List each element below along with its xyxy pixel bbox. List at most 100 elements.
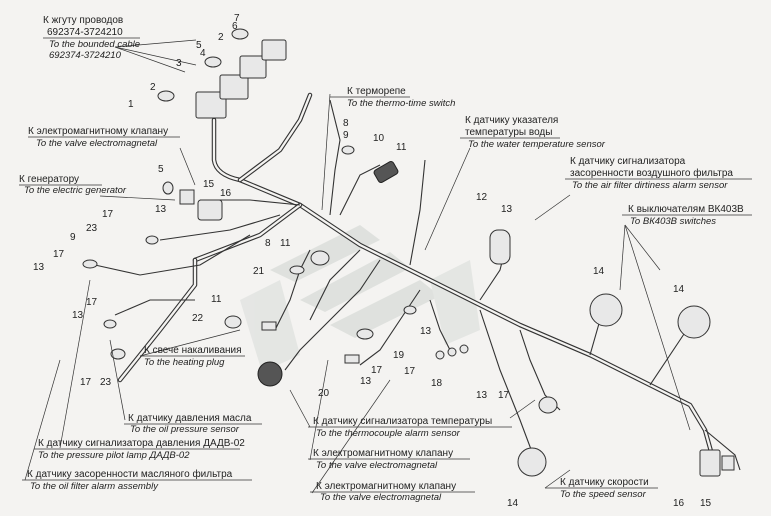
connector-21 [310,250,330,266]
components [82,28,735,477]
terminal-18a [435,350,445,360]
terminal-13 [403,305,417,315]
connector-15b [721,455,735,471]
speed-label-ru: К датчику скорости [560,477,649,488]
thermo-label-en: To the thermo-time switch [347,98,455,109]
connector-2 [219,74,249,100]
text-labels: К жгуту проводов 692374-3724210 To the b… [19,15,752,503]
valve1-label-en: To the valve electromagnetal [36,138,158,149]
callout-6: 6 [232,21,238,32]
switch-label-en: To ВК403В switches [630,216,716,227]
callout-14a: 14 [593,266,605,277]
connector-20 [257,361,283,387]
callout-16a: 16 [220,188,232,199]
callout-17c: 17 [86,297,98,308]
glow-label-ru: К свече накаливания [144,345,242,356]
oilp-label-ru: К датчику давления масла [128,413,252,424]
harness-label-ru: К жгуту проводов [43,15,123,26]
callout-23b: 23 [100,377,112,388]
callout-16b: 16 [673,498,685,509]
connector-4 [261,39,287,61]
ring-terminal-22 [224,315,242,329]
thermocouple-sensor [538,396,558,414]
main-harness [117,92,715,458]
speed-sensor-14 [517,447,547,477]
callout-8b: 8 [265,238,271,249]
terminal-18c [459,344,469,354]
callout-15a: 15 [203,179,215,190]
callout-13g: 13 [476,390,488,401]
grommet-2 [204,56,222,68]
terminal-13c [145,235,159,245]
switch-label-ru: К выключателям ВК403В [628,204,744,215]
terminal-13b [103,319,117,329]
thermo-label-ru: К терморепе [347,86,406,97]
callout-13f: 13 [360,376,372,387]
valve3-label-ru: К электромагнитному клапану [316,481,456,492]
callout-11a: 11 [396,142,407,153]
callout-5b: 5 [158,164,164,175]
oil-pressure-sensor [110,348,126,360]
harness-label-en: To the bounded cable [49,39,140,50]
callout-12: 12 [476,192,488,203]
callout-9b: 9 [70,232,76,243]
callout-22: 22 [192,313,204,324]
leader-lines [24,39,691,494]
connector-15 [179,189,195,205]
terminal-8 [289,265,305,275]
callout-17e: 17 [404,366,416,377]
water-label-en: To the water temperature sensor [468,139,606,150]
plug-11 [261,321,277,331]
callout-2b: 2 [218,32,224,43]
airfilter-label-ru-1: К датчику сигнализатора [570,156,686,167]
valve1-label-ru: К электромагнитному клапану [28,126,168,137]
valve2-label-en: To the valve electromagnetal [316,460,438,471]
callout-20: 20 [318,388,330,399]
connector-1 [195,91,227,119]
callout-4: 4 [200,48,206,59]
callout-23a: 23 [86,223,98,234]
switch-14a [589,293,623,327]
callout-14b: 14 [673,284,685,295]
pilot-label-ru: К датчику сигнализатора давления ДАДВ-02 [38,438,245,449]
callout-7: 7 [234,13,240,24]
callout-2a: 2 [150,82,156,93]
callout-5a: 5 [196,40,202,51]
harness-number: 692374-3724210 [47,27,123,38]
airfilter-label-en: To the air filter dirtiness alarm sensor [572,180,728,191]
callout-18: 18 [431,378,443,389]
callout-17f: 17 [371,365,383,376]
callout-19: 19 [393,350,405,361]
callout-8a: 8 [343,118,349,129]
callout-14c: 14 [507,498,519,509]
generator-label-en: To the electric generator [24,185,127,196]
callout-17g: 17 [498,390,510,401]
water-label-ru-1: К датчику указателя [465,115,558,126]
callout-13d: 13 [155,204,167,215]
switch-14b [677,305,711,339]
connector-3 [239,55,267,79]
callout-11b: 11 [280,238,291,249]
callout-1: 1 [128,99,134,110]
valve2-label-ru: К электромагнитному клапану [313,448,453,459]
callout-17b: 17 [53,249,65,260]
branch-wires [94,99,741,471]
terminal-18b [447,347,457,357]
water-temp-sensor-12 [489,229,511,265]
oilfilter-label-ru: К датчику засоренности масляного фильтра [27,468,233,480]
water-label-ru-2: температуры воды [465,127,552,138]
plug-19 [356,328,374,340]
oilp-label-en: To the oil pressure sensor [130,424,240,435]
oilfilter-label-en: To the oil filter alarm assembly [30,481,159,492]
harness-number-en: 692374-3724210 [49,50,122,61]
grommet-3 [231,28,249,40]
callout-3: 3 [176,58,182,69]
callout-17d: 17 [80,377,92,388]
grommet-1 [157,90,175,102]
callout-9a: 9 [343,130,349,141]
glow-label-en: To the heating plug [144,357,225,368]
valve3-label-en: To the valve electromagnetal [320,492,442,503]
connector-16 [699,449,721,477]
callout-10: 10 [373,133,385,144]
